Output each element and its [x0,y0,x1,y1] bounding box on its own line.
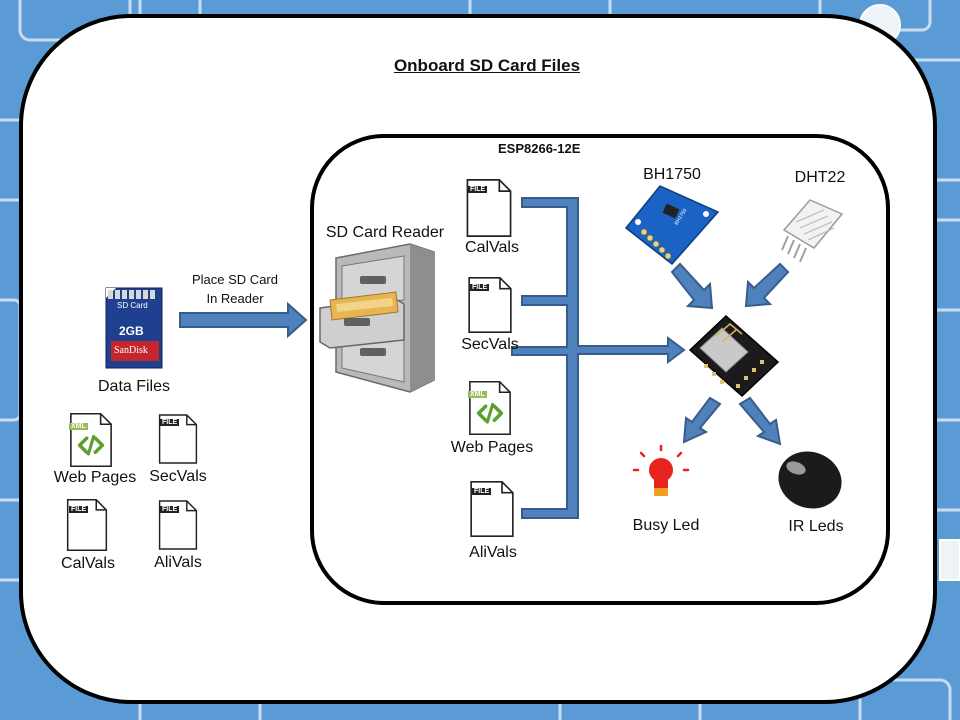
xml-badge: XML [468,391,487,398]
file-badge: FILE [160,419,180,426]
output-label-ir-leds: IR Leds [788,518,844,535]
reader-label: SD Card Reader [325,224,445,241]
esp-title: ESP8266-12E [498,141,581,156]
sd-card-label: Data Files [97,378,171,395]
file-badge: FILE [470,284,490,291]
output-arrows [682,396,782,446]
data-file-label-calvals: CalVals [61,555,115,572]
page-title: Onboard SD Card Files [393,56,581,75]
dht22-sensor-icon [781,199,844,263]
place-arrow-line2: In Reader [206,291,264,306]
esp-file-label-calvals: CalVals [465,239,519,256]
busy-led-icon [632,444,690,496]
esp-panel [310,134,890,605]
file-badge: FILE [472,488,492,495]
sensor-label-bh1750: BH1750 [643,166,701,183]
output-label-busy-led: Busy Led [632,517,700,534]
sd-logo: SanDisk [114,345,148,356]
place-arrow-line1: Place SD Card [192,272,278,287]
sensor-label-dht22: DHT22 [794,169,846,186]
file-badge: FILE [468,186,488,193]
place-card-arrow [179,301,308,339]
esp-file-label-web-pages: Web Pages [450,439,534,456]
data-file-label-secvals: SecVals [149,468,207,485]
esp-file-label-secvals: SecVals [461,336,519,353]
data-file-label-alivals: AliVals [154,554,202,571]
data-file-label-web-pages: Web Pages [53,469,137,486]
bh1750-board-icon [624,185,720,266]
xml-badge: XML [69,423,88,430]
esp-module-icon [688,314,780,398]
file-badge: FILE [160,506,180,513]
sd-capacity: 2GB [119,324,144,338]
file-bus-arrow [511,197,686,519]
sensor-arrows [670,262,790,310]
sd-card-icon [105,287,163,369]
sd-brand-line: SD Card [117,301,148,310]
ir-led-icon [778,451,842,509]
file-cabinet-icon [319,243,435,393]
file-badge: FILE [69,506,89,513]
esp-file-label-alivals: AliVals [469,544,517,561]
